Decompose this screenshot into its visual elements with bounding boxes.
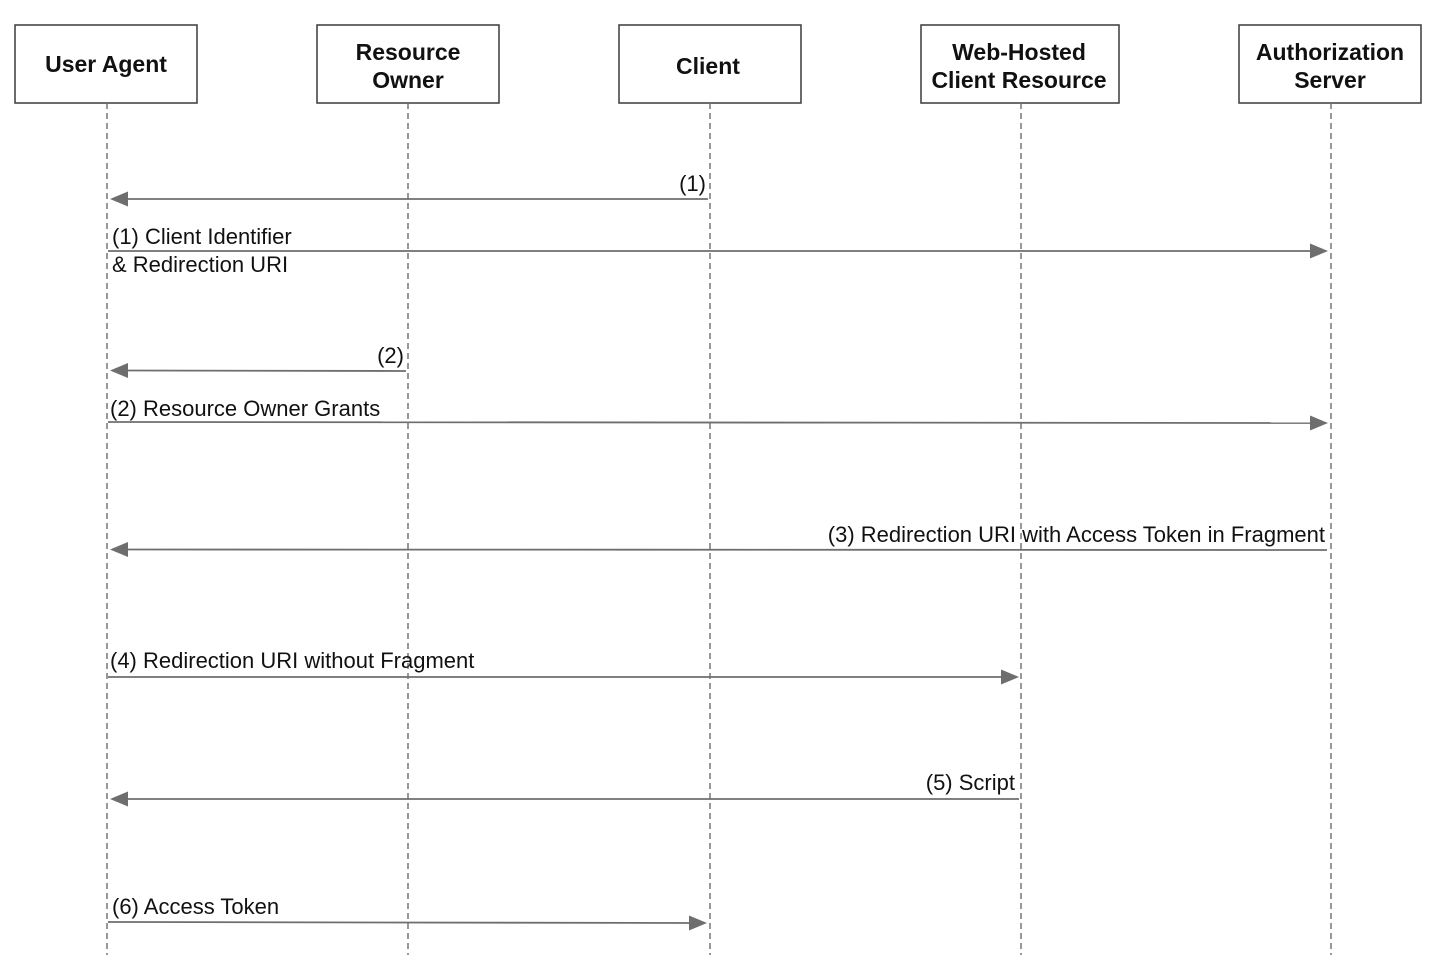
participant-label: Server [1294, 67, 1366, 93]
participant-label: User Agent [45, 51, 167, 77]
message-arrow [107, 921, 691, 924]
arrowhead-left [110, 542, 128, 557]
message-label: (4) Redirection URI without Fragment [110, 648, 474, 673]
message-label: (6) Access Token [112, 894, 279, 919]
arrowhead-left [110, 191, 128, 207]
arrowhead-left [110, 791, 128, 807]
message-label: (1) [679, 171, 706, 196]
message-label: (3) Redirection URI with Access Token in… [828, 522, 1325, 547]
participant-user-agent: User Agent [14, 24, 198, 104]
message-label: (2) Resource Owner Grants [110, 396, 380, 421]
arrowhead-right [689, 915, 707, 931]
message-2-request: (2) [110, 343, 407, 378]
participant-client: Client [618, 24, 802, 104]
message-6-access-token: (6) Access Token [107, 894, 707, 931]
message-label: & Redirection URI [112, 252, 288, 277]
arrowhead-left [110, 363, 128, 378]
participant-label: Authorization [1256, 39, 1404, 65]
message-label: (5) Script [926, 770, 1015, 795]
participant-label: Resource [356, 39, 461, 65]
message-5-script: (5) Script [110, 770, 1019, 807]
message-1-client-identifier: (1) Client Identifier & Redirection URI [108, 224, 1328, 277]
message-2-resource-owner-grants: (2) Resource Owner Grants [107, 396, 1328, 431]
message-4-redirection-without-fragment: (4) Redirection URI without Fragment [108, 648, 1019, 685]
message-3-redirection-with-token: (3) Redirection URI with Access Token in… [110, 522, 1328, 557]
participant-label: Client [676, 53, 740, 79]
arrowhead-right [1310, 415, 1328, 431]
message-arrow [107, 421, 1313, 424]
participant-label: Web-Hosted [952, 39, 1086, 65]
message-arrow [125, 548, 1328, 551]
message-arrow [125, 369, 407, 372]
participant-label: Client Resource [931, 67, 1106, 93]
participant-authorization-server: Authorization Server [1238, 24, 1422, 104]
participant-label: Owner [372, 67, 444, 93]
message-label: (2) [377, 343, 404, 368]
arrowhead-right [1310, 243, 1328, 259]
participant-web-hosted-client-resource: Web-Hosted Client Resource [920, 24, 1120, 104]
participant-resource-owner: Resource Owner [316, 24, 500, 104]
message-label: (1) Client Identifier [112, 224, 292, 249]
message-1-request: (1) [110, 171, 708, 207]
arrowhead-right [1001, 669, 1019, 685]
